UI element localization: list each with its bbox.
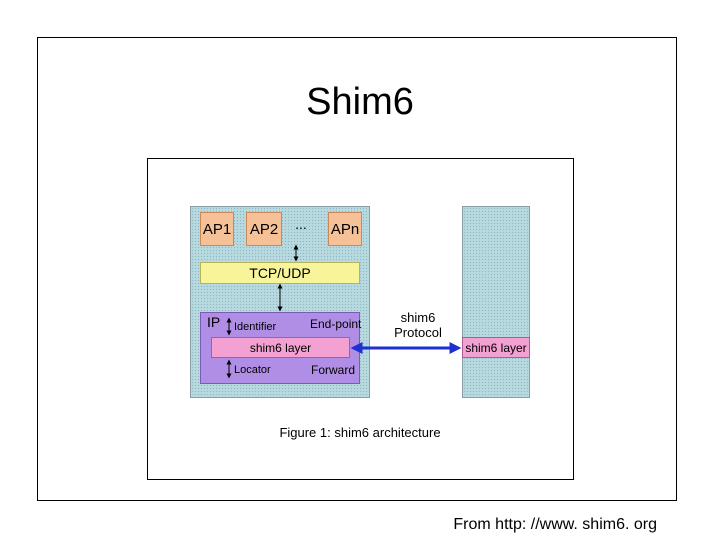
application-ap1: AP1 — [200, 212, 234, 246]
ip-label: IP — [207, 314, 221, 330]
figure-caption: Figure 1: shim6 architecture — [279, 425, 441, 440]
slide-title: Shim6 — [306, 81, 414, 123]
protocol-label-line1: shim6 — [400, 310, 436, 325]
transport-layer: TCP/UDP — [200, 262, 360, 284]
slide-frame — [37, 37, 677, 501]
forward-label: Forward — [311, 363, 356, 377]
peer-stack — [462, 206, 530, 398]
peer-shim6-layer: shim6 layer — [462, 337, 530, 358]
identifier-label: Identifier — [234, 321, 277, 333]
source-credit: From http: //www. shim6. org — [453, 516, 657, 533]
application-ap2: AP2 — [246, 212, 282, 246]
application-apn: APn — [328, 212, 362, 246]
applications-ellipsis: ... — [295, 216, 307, 232]
endpoint-label: End-point — [310, 317, 362, 331]
protocol-label-line2: Protocol — [394, 325, 442, 340]
host-shim6-layer: shim6 layer — [211, 337, 350, 358]
locator-label: Locator — [234, 364, 271, 376]
